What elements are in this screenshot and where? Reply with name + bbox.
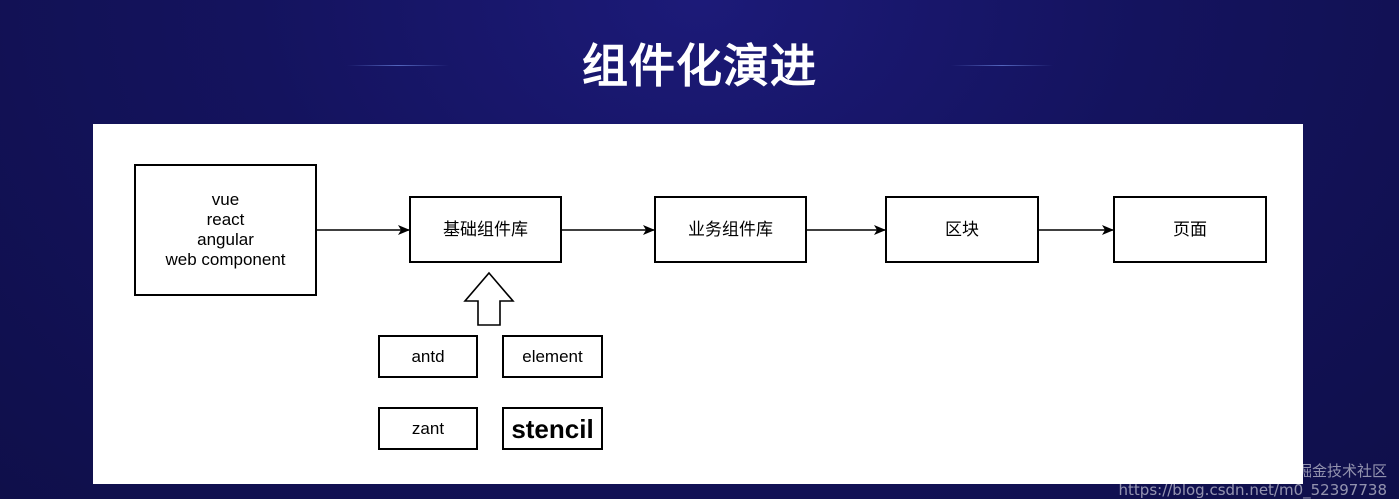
- slide-title: 组件化演进: [582, 39, 817, 93]
- business-component-library-label: 业务组件库: [688, 219, 773, 239]
- base-component-library-label: 基础组件库: [443, 219, 528, 239]
- library-stencil-label: stencil: [511, 413, 594, 444]
- watermark-url: https://blog.csdn.net/m0_52397738: [1118, 481, 1387, 499]
- page-box: 页面: [1113, 196, 1267, 263]
- block-box: 区块: [885, 196, 1039, 263]
- block-label: 区块: [945, 219, 979, 239]
- title-rule-right: [951, 65, 1053, 66]
- library-element-label: element: [522, 346, 583, 366]
- library-stencil-box: stencil: [502, 407, 603, 450]
- library-zant-box: zant: [378, 407, 478, 450]
- framework-react: react: [206, 210, 245, 229]
- framework-angular: angular: [197, 230, 254, 249]
- library-element-box: element: [502, 335, 603, 378]
- framework-vue: vue: [211, 190, 240, 209]
- diagram-canvas: vue react angular web component 基础组件库 业务…: [93, 124, 1303, 484]
- business-component-library-box: 业务组件库: [654, 196, 807, 263]
- framework-web-component: web component: [165, 250, 286, 269]
- base-component-library-box: 基础组件库: [409, 196, 562, 263]
- frameworks-box: vue react angular web component: [134, 164, 317, 296]
- watermark: @稀土掘金技术社区 https://blog.csdn.net/m0_52397…: [1119, 460, 1387, 499]
- page-label: 页面: [1173, 219, 1207, 239]
- library-antd-box: antd: [378, 335, 478, 378]
- hollow-up-arrow: [463, 271, 515, 326]
- watermark-text: @稀土掘金技术社区: [1251, 462, 1387, 480]
- diagram-arrows: [317, 225, 1114, 326]
- library-zant-label: zant: [411, 418, 445, 438]
- library-antd-label: antd: [411, 346, 445, 366]
- title-rule-left: [347, 65, 449, 66]
